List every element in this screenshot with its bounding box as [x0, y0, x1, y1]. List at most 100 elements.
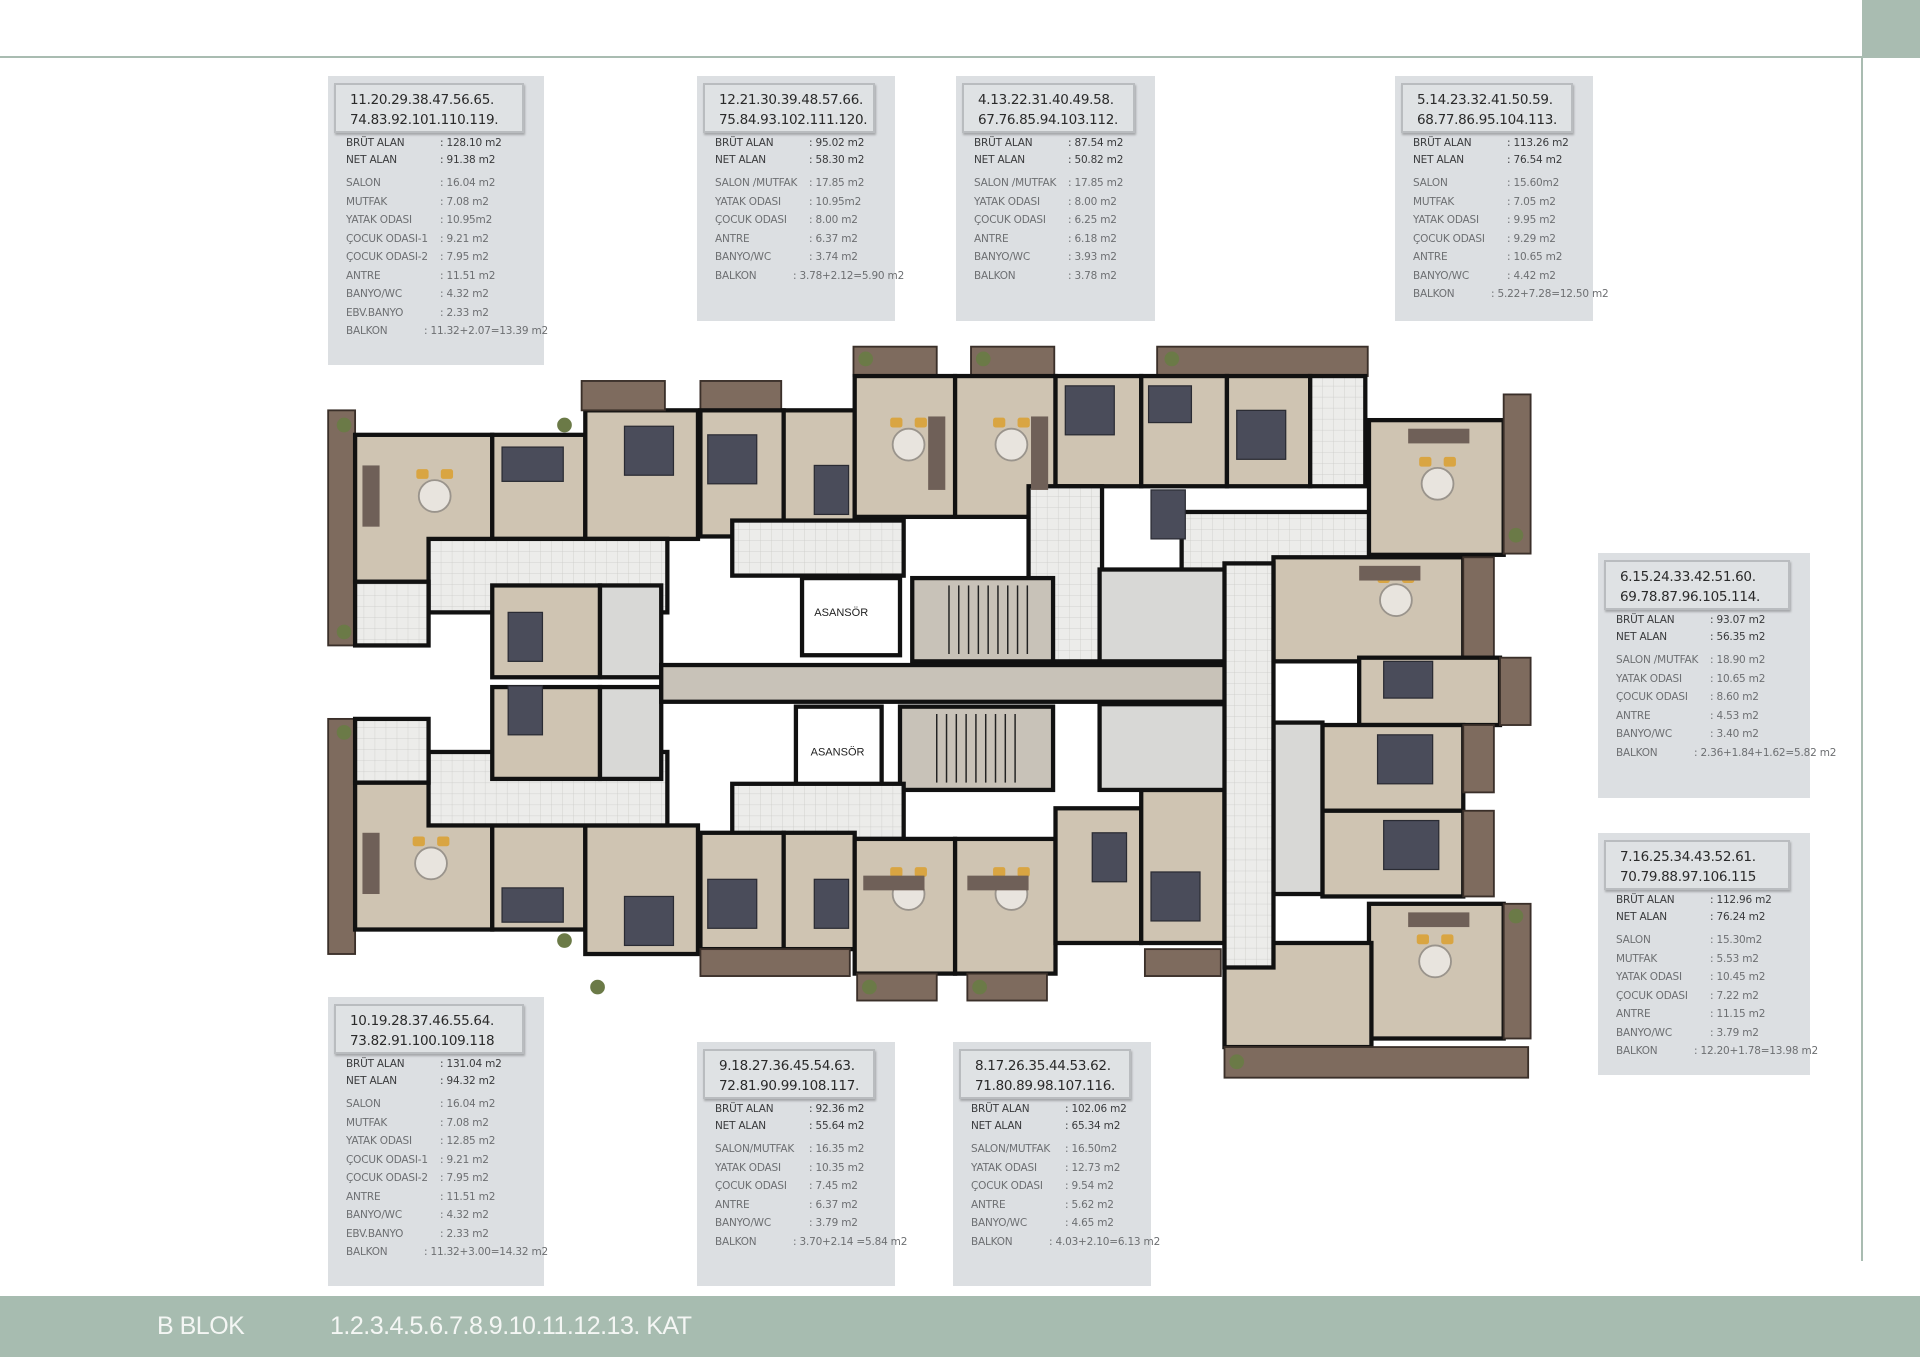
area-value: : 16.35 m2 [809, 1143, 865, 1155]
area-value: : 7.08 m2 [440, 195, 489, 208]
area-value: : 55.64 m2 [809, 1120, 865, 1132]
area-value: : 11.15 m2 [1710, 1008, 1766, 1020]
dining-table [414, 846, 448, 881]
area-label: SALON [1616, 934, 1651, 946]
area-value: : 65.34 m2 [1065, 1120, 1121, 1132]
bed [623, 895, 675, 947]
area-label: SALON/MUTFAK [715, 1143, 795, 1155]
area-label: NET ALAN [974, 154, 1025, 166]
area-value: : 128.10 m2 [440, 137, 502, 149]
unit-numbers-line1: 5.14.23.32.41.50.59. [1417, 92, 1553, 108]
plant-icon [975, 351, 991, 367]
area-label: BRÜT ALAN [715, 1103, 774, 1115]
balcony [1502, 393, 1532, 555]
area-row: NET ALAN : 76.54 m2 [1413, 152, 1589, 169]
bed [623, 425, 675, 476]
area-row: YATAK ODASI : 12.73 m2 [971, 1159, 1147, 1178]
unit-info-box: 6.15.24.33.42.51.60. 69.78.87.96.105.114… [1598, 553, 1836, 798]
area-value: : 8.60 m2 [1710, 691, 1759, 703]
bed [1150, 871, 1201, 922]
area-value: : 11.32+2.07=13.39 m2 [424, 325, 549, 337]
area-value: : 56.35 m2 [1710, 631, 1766, 643]
area-row: ÇOCUK ODASI : 7.45 m2 [715, 1177, 891, 1196]
area-label: ÇOCUK ODASI-2 [346, 1172, 428, 1184]
area-row: SALON/MUTFAK : 16.50m2 [971, 1140, 1147, 1159]
area-value: : 2.33 m2 [440, 1227, 489, 1240]
area-label: ÇOCUK ODASI [715, 214, 787, 226]
plant-icon [336, 725, 352, 740]
area-row: BANYO/WC : 3.74 m2 [715, 248, 891, 267]
area-value: : 5.22+7.28=12.50 m2 [1491, 288, 1609, 300]
balcony [1462, 556, 1495, 663]
area-value: : 3.40 m2 [1710, 728, 1759, 740]
area-value: : 9.21 m2 [440, 232, 489, 245]
bed [1383, 660, 1434, 699]
area-row: BRÜT ALAN : 112.96 m2 [1616, 892, 1806, 909]
area-row: NET ALAN : 76.24 m2 [1616, 909, 1806, 926]
unit-numbers-line2: 72.81.90.99.108.117. [719, 1078, 859, 1094]
chair [890, 867, 903, 877]
dining-table [891, 427, 926, 462]
area-value: : 10.65 m2 [1507, 251, 1563, 263]
chair [1416, 934, 1429, 945]
area-value: : 2.33 m2 [440, 306, 489, 319]
area-value: : 3.78+2.12=5.90 m2 [793, 269, 905, 282]
area-label: BANYO/WC [346, 288, 402, 300]
area-value: : 15.60m2 [1507, 177, 1560, 189]
area-label: BANYO/WC [971, 1217, 1027, 1229]
area-label: ÇOCUK ODASI [1413, 232, 1485, 245]
area-value: : 11.32+3.00=14.32 m2 [424, 1246, 549, 1258]
area-label: YATAK ODASI [715, 1161, 781, 1174]
area-value: : 94.32 m2 [440, 1075, 496, 1087]
unit-numbers: 11.20.29.38.47.56.65. 74.83.92.101.110.1… [334, 83, 524, 133]
bed [707, 434, 758, 485]
area-label: BRÜT ALAN [1616, 614, 1675, 626]
sofa [362, 832, 380, 895]
area-value: : 11.51 m2 [440, 1190, 496, 1203]
dining-table [1418, 944, 1452, 979]
area-value: : 10.65 m2 [1710, 672, 1766, 685]
unit-numbers-line1: 11.20.29.38.47.56.65. [350, 92, 494, 108]
area-value: : 10.95m2 [809, 195, 862, 208]
balcony [1143, 948, 1222, 977]
area-value: : 4.03+2.10=6.13 m2 [1049, 1235, 1161, 1248]
area-label: SALON /MUTFAK [1616, 654, 1699, 666]
sofa [928, 416, 946, 490]
area-value: : 7.08 m2 [440, 1116, 489, 1129]
area-label: EBV.BANYO [346, 1227, 404, 1240]
area-label: YATAK ODASI [974, 195, 1040, 208]
bed [813, 878, 850, 929]
area-row: YATAK ODASI : 10.95m2 [346, 211, 540, 230]
area-value: : 92.36 m2 [809, 1103, 865, 1115]
area-label: BALKON [1413, 288, 1455, 300]
area-label: YATAK ODASI [346, 1135, 412, 1147]
area-label: NET ALAN [346, 154, 397, 166]
area-label: YATAK ODASI [715, 195, 781, 208]
balcony [1502, 902, 1532, 1040]
area-row: BALKON : 5.22+7.28=12.50 m2 [1413, 285, 1609, 304]
area-label: BRÜT ALAN [971, 1103, 1030, 1115]
area-label: YATAK ODASI [346, 214, 412, 226]
plant-icon [557, 933, 572, 948]
area-label: BANYO/WC [715, 251, 771, 263]
room [1222, 561, 1276, 970]
area-label: NET ALAN [715, 154, 766, 166]
area-label: ÇOCUK ODASI [715, 1180, 787, 1192]
area-row: SALON /MUTFAK : 17.85 m2 [974, 174, 1151, 193]
chair [416, 469, 429, 479]
area-value: : 12.85 m2 [440, 1135, 496, 1147]
area-row: BANYO/WC : 4.42 m2 [1413, 267, 1589, 286]
unit-info-box: 12.21.30.39.48.57.66. 75.84.93.102.111.1… [697, 76, 904, 321]
bed [1064, 385, 1115, 436]
area-row: BALKON : 3.70+2.14 =5.84 m2 [715, 1233, 907, 1252]
area-value: : 5.53 m2 [1710, 952, 1759, 965]
area-row: BALKON : 11.32+2.07=13.39 m2 [346, 322, 548, 341]
bed [1376, 734, 1434, 785]
area-row: BRÜT ALAN : 93.07 m2 [1616, 612, 1806, 629]
area-row: BRÜT ALAN : 102.06 m2 [971, 1101, 1147, 1118]
area-label: BRÜT ALAN [346, 137, 405, 149]
plant-icon [1164, 351, 1180, 367]
area-row: NET ALAN : 55.64 m2 [715, 1118, 891, 1135]
area-row: ÇOCUK ODASI : 9.54 m2 [971, 1177, 1147, 1196]
chair [412, 836, 425, 847]
